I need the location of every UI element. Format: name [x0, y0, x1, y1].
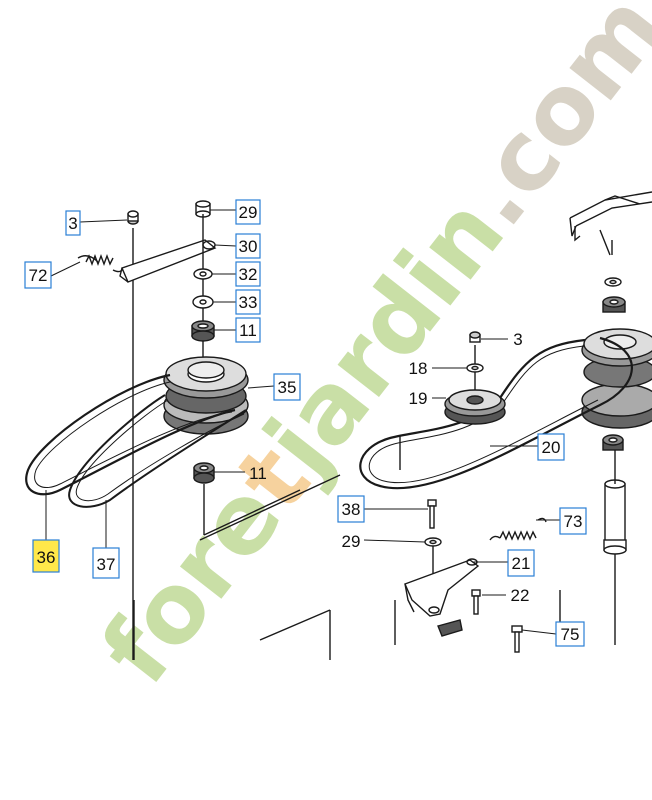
washer-33: [192, 295, 214, 309]
callout-22-label: 22: [511, 586, 530, 605]
bearing-right-bottom: [602, 434, 624, 451]
washer-18: [466, 363, 484, 373]
washer-29-right: [424, 537, 442, 547]
callout-36-label: 36: [37, 548, 56, 567]
callout-72-label: 72: [29, 266, 48, 285]
bolt-38: [427, 499, 437, 529]
callout-38: 38: [337, 495, 365, 523]
pulley-35: [163, 356, 249, 435]
callout-21: 21: [507, 549, 535, 577]
callout-30: 30: [235, 233, 261, 259]
callout-33: 33: [235, 289, 261, 315]
callout-73-label: 73: [564, 512, 583, 531]
callout-19-label: 19: [409, 389, 428, 408]
right-assembly: [359, 191, 652, 653]
callout-22: 22: [511, 586, 530, 605]
callout-20: 20: [537, 433, 565, 461]
callout-21-label: 21: [512, 554, 531, 573]
washer-32: [193, 268, 213, 280]
callout-11-top-label: 11: [239, 321, 257, 340]
svg-text:foretjardin.com: foretjardin.com: [80, 0, 652, 704]
callout-36: 36: [32, 539, 60, 573]
nut-3-right: [469, 331, 481, 343]
belt-37: [68, 394, 247, 508]
callout-18-label: 18: [409, 359, 428, 378]
callout-37: 37: [92, 547, 120, 579]
watermark: foretjardin.com: [80, 0, 652, 704]
washer-right-top: [604, 277, 622, 287]
belt-36: [25, 373, 236, 496]
callout-37-label: 37: [97, 555, 116, 574]
callout-20-label: 20: [542, 438, 561, 457]
bearing-11-top: [191, 320, 215, 342]
bearing-right-top: [602, 296, 626, 313]
nut-3-left: [127, 210, 139, 225]
idler-pulley-19: [444, 389, 506, 425]
bolt-75: [511, 625, 523, 653]
callout-18: 18: [409, 359, 428, 378]
callout-35: 35: [273, 373, 301, 401]
callout-75-label: 75: [561, 625, 580, 644]
spring-73: [489, 517, 547, 541]
callout-32-label: 32: [239, 265, 258, 284]
callout-11-bottom-label: 11: [249, 464, 267, 483]
callout-3-left: 3: [65, 210, 81, 236]
callout-11-bottom: 11: [249, 464, 267, 483]
pulley-right: [581, 328, 652, 429]
callout-33-label: 33: [239, 293, 258, 312]
callout-35-label: 35: [278, 378, 297, 397]
callout-32: 32: [235, 261, 261, 287]
callout-29-left: 29: [235, 199, 261, 225]
spring-72-left: [77, 254, 124, 273]
idler-arm-21: [404, 558, 480, 637]
callout-3-right: 3: [513, 330, 522, 349]
callout-29-left-label: 29: [239, 203, 258, 222]
watermark-jardin: jardin: [241, 177, 526, 497]
callout-72: 72: [24, 261, 52, 289]
callout-3-left-label: 3: [68, 214, 77, 233]
bearing-11-bottom: [193, 462, 215, 484]
callouts: 3 72 29 30 32 33 11 35: [24, 199, 587, 647]
bolt-22: [471, 589, 481, 615]
left-assembly: [25, 200, 341, 660]
callout-29-right-label: 29: [342, 532, 361, 551]
callout-75: 75: [555, 621, 585, 647]
callout-11-top: 11: [235, 317, 261, 343]
top-bracket: [569, 191, 652, 256]
callout-38-label: 38: [342, 500, 361, 519]
callout-3-right-label: 3: [513, 330, 522, 349]
callout-73: 73: [559, 507, 587, 535]
callout-30-label: 30: [239, 237, 258, 256]
spindle: [603, 450, 627, 645]
belt-20: [359, 336, 633, 490]
callout-19: 19: [409, 389, 428, 408]
callout-29-right: 29: [342, 532, 361, 551]
leader-lines: [45, 209, 560, 635]
